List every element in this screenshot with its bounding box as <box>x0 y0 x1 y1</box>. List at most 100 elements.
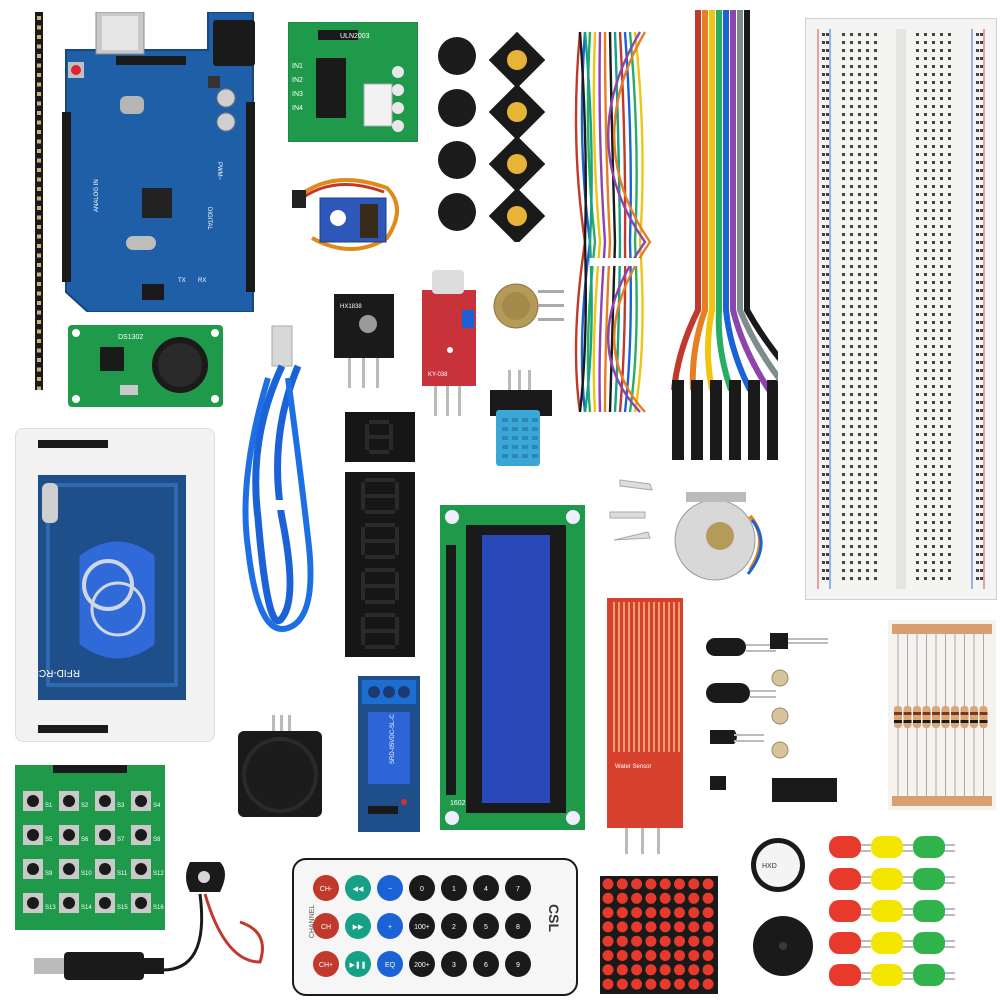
remote-button[interactable]: EQ <box>377 951 403 977</box>
remote-button[interactable]: ◀◀ <box>345 875 371 901</box>
keypad-key[interactable]: S9 <box>23 859 53 879</box>
remote-button-label: − <box>388 886 392 893</box>
remote-button[interactable]: 7 <box>505 875 531 901</box>
matrix-led <box>602 921 614 933</box>
matrix-led <box>674 978 685 990</box>
keypad-key[interactable]: S14 <box>59 893 92 913</box>
remote-button[interactable]: 8 <box>505 913 531 939</box>
remote-button[interactable]: 9 <box>505 951 531 977</box>
stepper-pin-in1: IN1 <box>292 63 303 70</box>
header-pin <box>37 92 41 96</box>
water-trace <box>653 602 655 752</box>
remote-button[interactable]: 100+ <box>409 913 435 939</box>
battery-clip-cable <box>30 852 270 992</box>
sound-sensor-module: KY-038 <box>420 270 480 420</box>
resistor <box>941 706 950 728</box>
jumper-wire <box>618 31 627 413</box>
matrix-led <box>631 964 643 976</box>
header-pin <box>37 16 41 20</box>
remote-button[interactable]: 5 <box>473 913 499 939</box>
sound-sensor-label: KY-038 <box>428 372 448 378</box>
jumper-wire <box>592 31 602 413</box>
stepper-driver-board: ULN2003 IN1 IN2 IN3 IN4 <box>287 21 419 143</box>
keypad-key-label: S12 <box>153 871 164 877</box>
remote-logo: CSL <box>546 904 562 932</box>
led <box>871 964 913 986</box>
matrix-led <box>702 935 714 947</box>
keypad-key[interactable]: S4 <box>131 791 161 811</box>
remote-button[interactable]: 4 <box>473 875 499 901</box>
matrix-led <box>659 921 671 933</box>
header-pin <box>37 263 41 267</box>
keypad-key-label: S2 <box>81 803 89 809</box>
remote-button[interactable]: 200+ <box>409 951 435 977</box>
matrix-led <box>702 964 714 976</box>
matrix-led <box>616 964 628 976</box>
keypad-key[interactable]: S3 <box>95 791 125 811</box>
matrix-led <box>645 907 657 919</box>
header-pin <box>37 339 41 343</box>
remote-button[interactable]: − <box>377 875 403 901</box>
ir-module-label: HX1838 <box>340 304 362 310</box>
keypad-key[interactable]: S2 <box>59 791 89 811</box>
matrix-led <box>674 907 685 919</box>
keypad-key[interactable]: S1 <box>23 791 53 811</box>
remote-button[interactable]: 3 <box>441 951 467 977</box>
keypad-key-label: S1 <box>45 803 53 809</box>
keypad-key[interactable]: S11 <box>95 859 128 879</box>
rtc-label: DS1302 <box>118 334 143 341</box>
keypad-key[interactable]: S10 <box>59 859 92 879</box>
keypad-key[interactable]: S8 <box>131 825 161 845</box>
keypad-key[interactable]: S16 <box>131 893 164 913</box>
remote-button-label: 5 <box>484 924 488 931</box>
board-label-rx: RX <box>198 278 206 284</box>
matrix-led <box>702 878 714 890</box>
keypad-key-label: S14 <box>81 905 92 911</box>
remote-button[interactable]: CH <box>313 913 339 939</box>
remote-button[interactable]: CH+ <box>313 951 339 977</box>
remote-button[interactable]: CH- <box>313 875 339 901</box>
dupont-connector <box>748 380 760 460</box>
jumper-wire <box>578 31 588 413</box>
resistor <box>913 706 921 728</box>
matrix-led <box>616 878 628 890</box>
keypad-key[interactable]: S7 <box>95 825 125 845</box>
keypad-key[interactable]: S15 <box>95 893 128 913</box>
jumper-wire <box>613 31 652 413</box>
header-pin <box>37 25 41 30</box>
keypad-key[interactable]: S12 <box>131 859 164 879</box>
matrix-led <box>645 935 657 947</box>
remote-button[interactable]: 6 <box>473 951 499 977</box>
resistor <box>951 706 959 728</box>
seven-seg-digit <box>361 613 399 649</box>
remote-button[interactable]: 1 <box>441 875 467 901</box>
led <box>871 868 913 890</box>
keypad-key-label: S3 <box>117 803 125 809</box>
keypad-key[interactable]: S5 <box>23 825 53 845</box>
remote-button[interactable]: + <box>377 913 403 939</box>
matrix-led <box>645 892 657 904</box>
ribbon-wire <box>723 10 753 392</box>
header-pin <box>37 206 41 210</box>
resistor <box>970 706 978 728</box>
jumper-wire <box>633 31 644 413</box>
keypad-key[interactable]: S6 <box>59 825 89 845</box>
remote-button[interactable]: ▶❚❚ <box>345 951 371 977</box>
led <box>913 964 955 986</box>
matrix-led <box>659 907 671 919</box>
keypad-key-label: S16 <box>153 905 164 911</box>
jumper-wires-bundle <box>560 22 670 422</box>
dupont-connector <box>672 380 684 460</box>
relay-module: SRD-05VDC-SL-C <box>358 676 420 832</box>
remote-button[interactable]: ▶▶ <box>345 913 371 939</box>
keypad-key[interactable]: S13 <box>23 893 56 913</box>
potentiometer <box>488 276 568 336</box>
dupont-connector <box>767 380 779 460</box>
remote-button[interactable]: 0 <box>409 875 435 901</box>
matrix-led <box>674 878 685 890</box>
push-button-black <box>438 89 476 127</box>
push-button-black <box>438 193 476 231</box>
remote-button[interactable]: 2 <box>441 913 467 939</box>
